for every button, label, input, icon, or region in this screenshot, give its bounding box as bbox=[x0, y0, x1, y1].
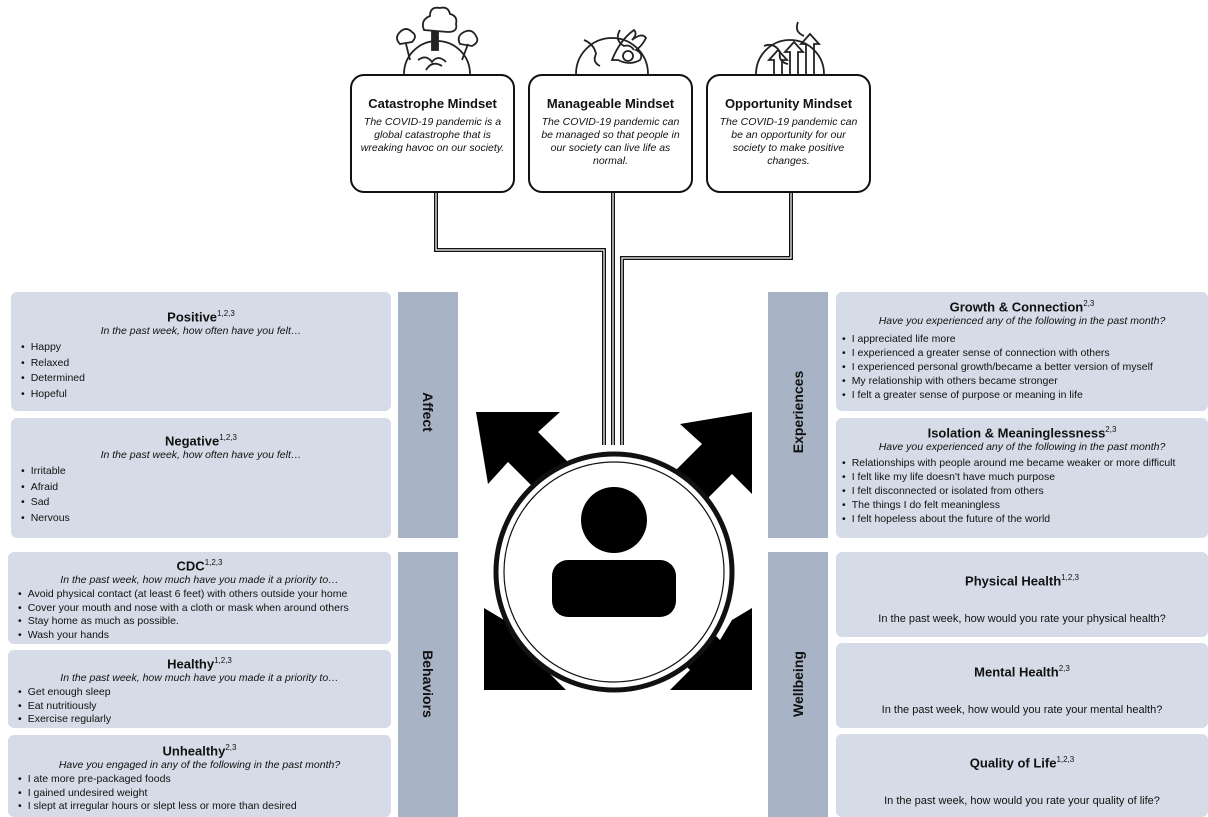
isolation-sup: 2,3 bbox=[1105, 425, 1117, 434]
list-item: Relationships with people around me beca… bbox=[842, 456, 1202, 470]
negative-title: Negative bbox=[165, 433, 220, 449]
catastrophe-mindset-desc: The COVID-19 pandemic is a global catast… bbox=[360, 116, 505, 154]
list-item: I appreciated life more bbox=[842, 332, 1202, 346]
manageable-mindset-box: Manageable Mindset The COVID-19 pandemic… bbox=[528, 74, 693, 193]
growth-sup: 2,3 bbox=[1083, 299, 1095, 308]
positive-sup: 1,2,3 bbox=[217, 309, 235, 318]
physical-health-sup: 1,2,3 bbox=[1061, 573, 1079, 582]
behaviors-label: Behaviors bbox=[420, 650, 436, 718]
quality-of-life-sup: 1,2,3 bbox=[1056, 755, 1075, 764]
opportunity-mindset-desc: The COVID-19 pandemic can be an opportun… bbox=[719, 116, 858, 167]
negative-prompt: In the past week, how often have you fel… bbox=[100, 449, 302, 462]
opportunity-mindset-title: Opportunity Mindset bbox=[724, 96, 853, 111]
healthy-sup: 1,2,3 bbox=[214, 656, 232, 665]
list-item: Relaxed bbox=[21, 356, 381, 372]
physical-health-title: Physical Health bbox=[965, 573, 1062, 589]
isolation-title: Isolation & Meaninglessness bbox=[927, 425, 1106, 441]
cdc-prompt: In the past week, how much have you made… bbox=[60, 574, 339, 587]
healthy-list: Get enough sleep Eat nutritiously Exerci… bbox=[18, 686, 381, 727]
catastrophe-connector bbox=[434, 193, 606, 445]
quality-of-life-question: In the past week, how would you rate you… bbox=[884, 795, 1160, 808]
cdc-sup: 1,2,3 bbox=[204, 558, 223, 567]
list-item: The things I do felt meaningless bbox=[842, 498, 1202, 512]
unhealthy-list: I ate more pre-packaged foods I gained u… bbox=[18, 773, 381, 814]
positive-list: Happy Relaxed Determined Hopeful bbox=[21, 340, 381, 402]
behaviors-band bbox=[398, 552, 458, 817]
unhealthy-sup: 2,3 bbox=[225, 743, 237, 752]
unhealthy-title: Unhealthy bbox=[162, 743, 226, 759]
positive-panel: Positive1,2,3 In the past week, how ofte… bbox=[11, 292, 391, 411]
list-item: I slept at irregular hours or slept less… bbox=[18, 800, 381, 814]
list-item: Determined bbox=[21, 371, 381, 387]
mental-health-panel: Mental Health2,3 In the past week, how w… bbox=[836, 643, 1208, 728]
experiences-band bbox=[768, 292, 828, 538]
list-item: Irritable bbox=[21, 464, 381, 480]
list-item: Sad bbox=[21, 495, 381, 511]
list-item: Cover your mouth and nose with a cloth o… bbox=[18, 602, 381, 616]
globe-ok-hand-icon bbox=[575, 28, 649, 75]
cdc-panel: CDC1,2,3 In the past week, how much have… bbox=[8, 552, 391, 644]
list-item: Avoid physical contact (at least 6 feet)… bbox=[18, 588, 381, 602]
mental-health-question: In the past week, how would you rate you… bbox=[881, 704, 1163, 717]
physical-health-question: In the past week, how would you rate you… bbox=[878, 613, 1166, 626]
list-item: Stay home as much as possible. bbox=[18, 615, 381, 629]
healthy-title: Healthy bbox=[167, 656, 215, 672]
isolation-prompt: Have you experienced any of the followin… bbox=[878, 441, 1166, 454]
quality-of-life-title: Quality of Life bbox=[969, 755, 1057, 771]
list-item: Wash your hands bbox=[18, 629, 381, 643]
manageable-mindset-desc: The COVID-19 pandemic can be managed so … bbox=[541, 116, 680, 167]
quality-of-life-panel: Quality of Life1,2,3 In the past week, h… bbox=[836, 734, 1208, 817]
list-item: I felt like my life doesn't have much pu… bbox=[842, 470, 1202, 484]
cdc-title: CDC bbox=[176, 558, 205, 574]
affect-label: Affect bbox=[420, 392, 436, 432]
person-icon bbox=[552, 487, 676, 617]
list-item: Eat nutritiously bbox=[18, 700, 381, 714]
mental-health-sup: 2,3 bbox=[1058, 664, 1070, 673]
wellbeing-label: Wellbeing bbox=[790, 651, 806, 717]
list-item: Afraid bbox=[21, 480, 381, 496]
healthy-panel: Healthy1,2,3 In the past week, how much … bbox=[8, 650, 391, 728]
list-item: I felt disconnected or isolated from oth… bbox=[842, 484, 1202, 498]
catastrophe-mindset-title: Catastrophe Mindset bbox=[368, 96, 497, 111]
experiences-label: Experiences bbox=[790, 370, 806, 454]
list-item: I experienced personal growth/became a b… bbox=[842, 360, 1202, 374]
negative-panel: Negative1,2,3 In the past week, how ofte… bbox=[11, 418, 391, 538]
unhealthy-prompt: Have you engaged in any of the following… bbox=[58, 759, 341, 772]
growth-prompt: Have you experienced any of the followin… bbox=[878, 315, 1166, 328]
growth-panel: Growth & Connection2,3 Have you experien… bbox=[836, 292, 1208, 411]
manageable-mindset-title: Manageable Mindset bbox=[546, 96, 675, 111]
list-item: I felt a greater sense of purpose or mea… bbox=[842, 388, 1202, 402]
isolation-list: Relationships with people around me beca… bbox=[842, 456, 1202, 526]
list-item: Nervous bbox=[21, 511, 381, 527]
positive-title: Positive bbox=[167, 309, 218, 325]
healthy-prompt: In the past week, how much have you made… bbox=[60, 672, 339, 685]
list-item: Get enough sleep bbox=[18, 686, 381, 700]
list-item: I ate more pre-packaged foods bbox=[18, 773, 381, 787]
catastrophe-mindset-box: Catastrophe Mindset The COVID-19 pandemi… bbox=[350, 74, 515, 193]
unhealthy-panel: Unhealthy2,3 Have you engaged in any of … bbox=[8, 735, 391, 817]
list-item: My relationship with others became stron… bbox=[842, 374, 1202, 388]
wellbeing-band bbox=[768, 552, 828, 817]
negative-list: Irritable Afraid Sad Nervous bbox=[21, 464, 381, 526]
opportunity-mindset-box: Opportunity Mindset The COVID-19 pandemi… bbox=[706, 74, 871, 193]
positive-prompt: In the past week, how often have you fel… bbox=[100, 325, 302, 338]
affect-band bbox=[398, 292, 458, 538]
physical-health-panel: Physical Health1,2,3 In the past week, h… bbox=[836, 552, 1208, 637]
list-item: I experienced a greater sense of connect… bbox=[842, 346, 1202, 360]
globe-trees-icon bbox=[396, 6, 479, 75]
globe-growth-arrows-icon bbox=[755, 21, 825, 75]
cdc-list: Avoid physical contact (at least 6 feet)… bbox=[18, 588, 381, 642]
mental-health-title: Mental Health bbox=[974, 664, 1059, 680]
growth-list: I appreciated life more I experienced a … bbox=[842, 332, 1202, 402]
list-item: Exercise regularly bbox=[18, 713, 381, 727]
list-item: Happy bbox=[21, 340, 381, 356]
negative-sup: 1,2,3 bbox=[219, 433, 237, 442]
growth-title: Growth & Connection bbox=[949, 299, 1084, 315]
opportunity-connector bbox=[620, 193, 793, 445]
isolation-panel: Isolation & Meaninglessness2,3 Have you … bbox=[836, 418, 1208, 538]
list-item: Hopeful bbox=[21, 387, 381, 403]
list-item: I felt hopeless about the future of the … bbox=[842, 512, 1202, 526]
list-item: I gained undesired weight bbox=[18, 787, 381, 801]
